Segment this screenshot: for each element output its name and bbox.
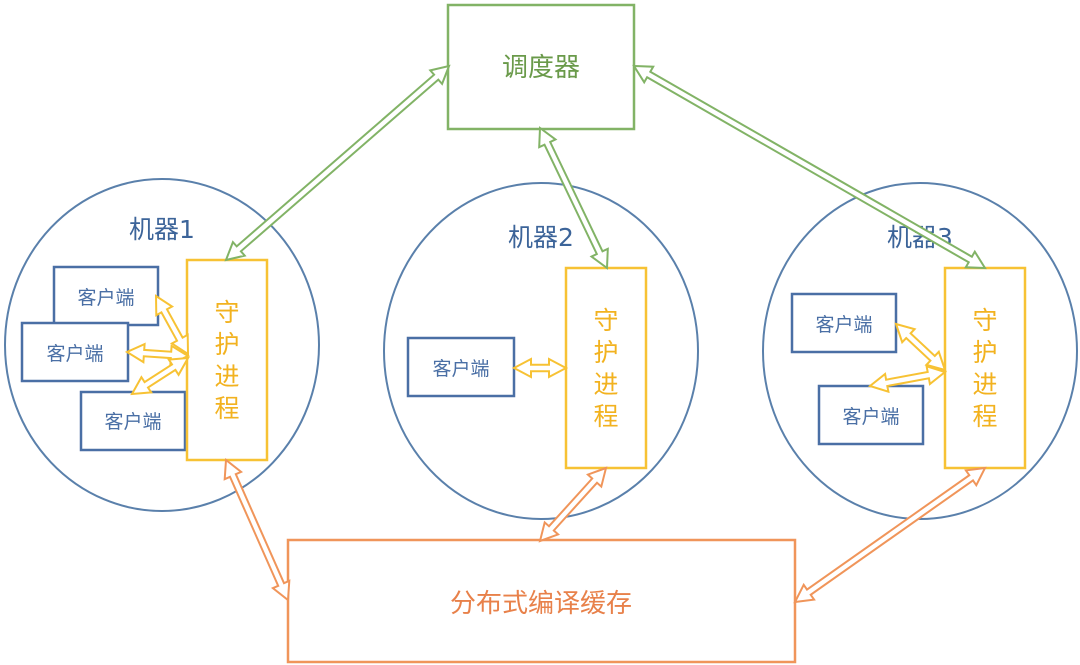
daemon-char: 护 xyxy=(214,330,239,359)
client-box xyxy=(20,321,130,383)
daemon-char: 进 xyxy=(214,362,239,391)
daemon-char: 进 xyxy=(593,370,618,399)
arrow-scheduler-daemon2 xyxy=(538,126,609,270)
arrow-client-daemon xyxy=(894,322,947,372)
client-box xyxy=(406,336,516,398)
connectors xyxy=(124,64,987,604)
client-box xyxy=(79,390,187,452)
scheduler-label: 调度器 xyxy=(502,53,580,83)
client-label: 客户端 xyxy=(432,358,489,380)
daemon-char: 进 xyxy=(972,370,997,399)
arrow-daemon1-cache xyxy=(223,458,291,602)
client-box xyxy=(817,384,925,446)
arrow-daemon2-cache xyxy=(538,466,608,543)
client-label: 客户端 xyxy=(815,314,872,336)
arrow-scheduler-daemon1 xyxy=(224,64,451,262)
cache-label: 分布式编译缓存 xyxy=(450,589,632,619)
daemon-char: 护 xyxy=(593,338,618,367)
daemon-char: 程 xyxy=(972,402,997,431)
client-label: 客户端 xyxy=(46,343,103,365)
machine-1-label: 机器1 xyxy=(129,215,195,244)
machine-2-circle xyxy=(383,182,699,520)
scheduler-box xyxy=(446,3,636,131)
daemon-char: 程 xyxy=(214,394,239,423)
daemon-box xyxy=(564,266,648,470)
arrow-client-daemon xyxy=(130,356,190,396)
daemon-char: 守 xyxy=(593,306,618,335)
client-label: 客户端 xyxy=(104,411,161,433)
client-label: 客户端 xyxy=(77,287,134,309)
arrow-scheduler-daemon3 xyxy=(632,64,987,270)
arrow-daemon3-cache xyxy=(793,466,987,604)
daemon-box xyxy=(943,266,1027,470)
daemon-char: 守 xyxy=(972,306,997,335)
daemon-char: 守 xyxy=(214,298,239,327)
daemon-char: 护 xyxy=(972,338,997,367)
machine-3-circle xyxy=(762,182,1078,520)
arrow-client-daemon xyxy=(867,364,948,394)
arrow-client-daemon xyxy=(511,357,569,379)
daemon-char: 程 xyxy=(593,402,618,431)
cache-box xyxy=(286,538,797,664)
client-label: 客户端 xyxy=(842,406,899,428)
machine-2-label: 机器2 xyxy=(508,223,574,252)
machine-1-circle xyxy=(4,178,320,512)
arrow-client-daemon xyxy=(154,294,190,356)
daemon-box xyxy=(185,258,269,462)
client-box xyxy=(52,265,160,327)
